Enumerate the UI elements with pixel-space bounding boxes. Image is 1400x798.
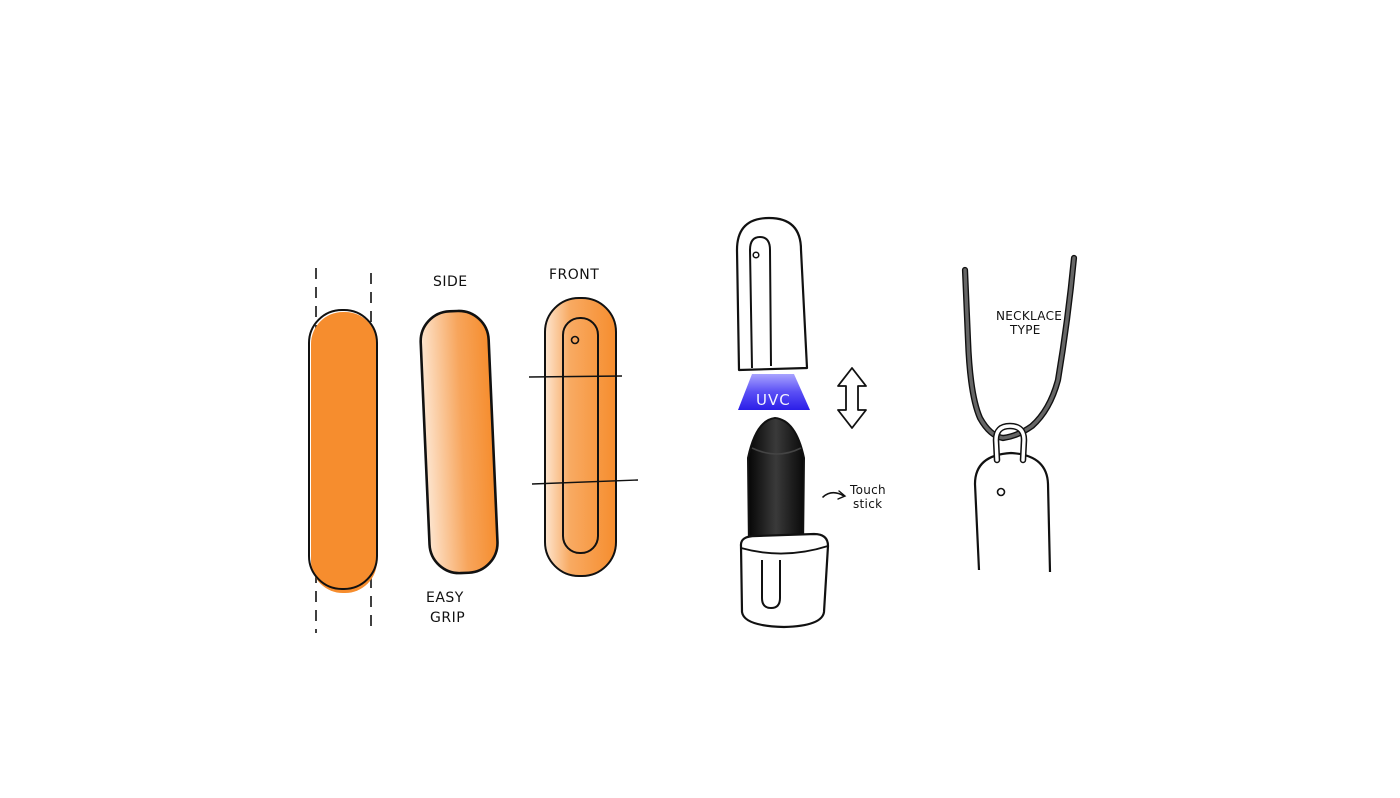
- stick-base-slot: [761, 560, 781, 610]
- uvc-device: UVC Touch stick: [735, 216, 886, 629]
- touch-label: Touch: [849, 483, 886, 497]
- uvc-cap-slot: [748, 235, 772, 369]
- easy-label: EASY: [426, 590, 464, 606]
- section-line-bottom: [531, 479, 639, 485]
- uv-light-glow: [738, 374, 810, 410]
- front-hole: [570, 335, 580, 345]
- stick-base: [739, 532, 830, 629]
- capsule-outline: [308, 309, 378, 590]
- section-line-top: [528, 375, 623, 378]
- vertical-double-arrow-icon: [837, 367, 867, 429]
- side-label: SIDE: [433, 274, 468, 290]
- pendant-hole: [996, 487, 1006, 497]
- necklace-cord: [961, 254, 1078, 442]
- pendant-loop-inner: [994, 424, 1026, 462]
- front-view: FRONT: [528, 267, 639, 577]
- uvc-label: UVC: [756, 391, 791, 409]
- front-inner-slot: [562, 317, 599, 554]
- curved-pointer-arrow-icon: [822, 491, 845, 498]
- front-body: [544, 297, 617, 577]
- necklace-view: NECKLACE TYPE: [961, 254, 1078, 573]
- necklace-label: NECKLACE: [996, 309, 1062, 323]
- grip-label: GRIP: [430, 610, 465, 626]
- uvc-cap: [735, 216, 809, 372]
- touch-stick-tip-edge: [751, 447, 802, 455]
- pendant-body: [973, 451, 1052, 573]
- side-body: [419, 309, 499, 575]
- stick-base-rim: [740, 545, 829, 555]
- cap-hole: [752, 251, 760, 259]
- capsule-outline-view: [308, 268, 378, 633]
- necklace-cord-core: [963, 256, 1076, 440]
- front-label: FRONT: [549, 267, 599, 283]
- touch-stick-body: [746, 416, 806, 553]
- side-view: SIDE EASY GRIP: [419, 274, 499, 626]
- capsule-fill: [311, 312, 377, 593]
- stick-label: stick: [853, 497, 882, 511]
- pointer-head: [837, 490, 847, 500]
- type-label: TYPE: [1009, 323, 1041, 337]
